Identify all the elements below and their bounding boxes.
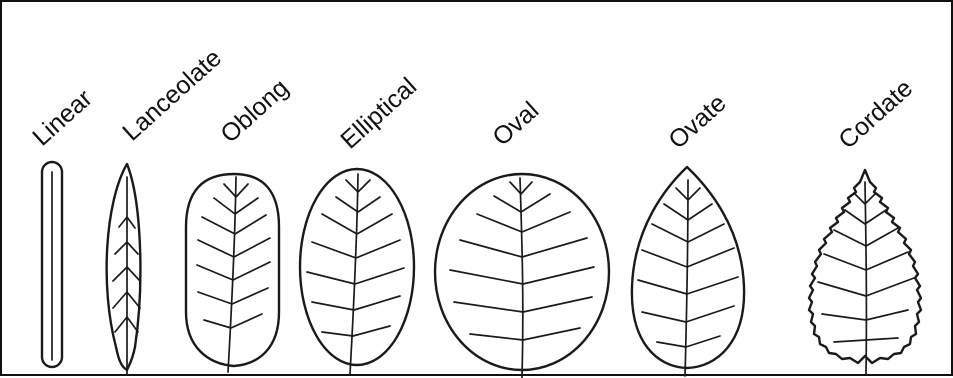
leaf-ovate bbox=[632, 167, 744, 376]
label-linear: Linear bbox=[27, 84, 97, 151]
label-elliptical: Elliptical bbox=[335, 72, 422, 154]
label-lanceolate: Lanceolate bbox=[117, 44, 227, 147]
label-oblong: Oblong bbox=[215, 74, 294, 149]
label-oval: Oval bbox=[487, 96, 544, 151]
leaf-lanceolate bbox=[107, 164, 141, 374]
leaf-oval bbox=[435, 174, 609, 378]
leaf-cordate bbox=[809, 170, 921, 374]
leaf-oblong bbox=[186, 174, 279, 372]
label-ovate: Ovate bbox=[663, 89, 731, 154]
leaf-elliptical bbox=[300, 169, 414, 374]
label-cordate: Cordate bbox=[833, 74, 918, 154]
leaf-linear bbox=[42, 162, 62, 367]
